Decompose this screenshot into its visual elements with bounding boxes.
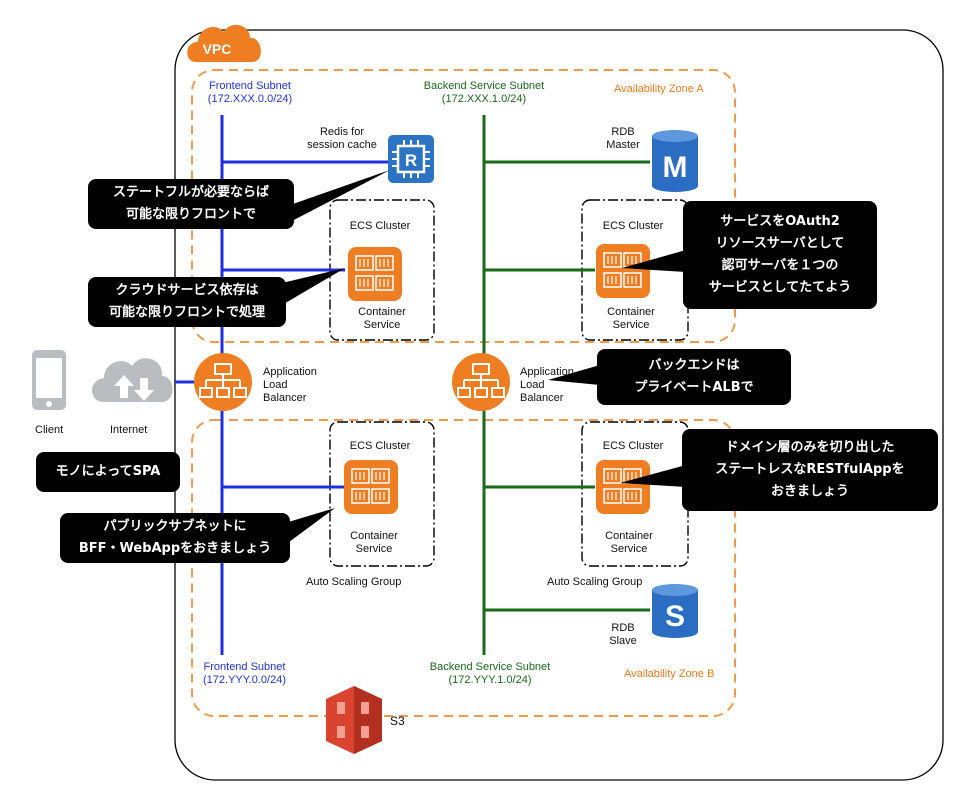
rds-master-label-line1: RDB: [611, 126, 635, 138]
callout-oauth-line4: サービスとしてたてよう: [708, 280, 852, 295]
auto-scaling-group-label-backend: Auto Scaling Group: [547, 576, 643, 588]
rds-slave-label: RDB Slave: [600, 622, 646, 648]
redis-label-line2: session cache: [307, 139, 377, 151]
ecs-cluster-label-backend-a: ECS Cluster: [602, 220, 664, 232]
container-service-icon-backend-b: [596, 460, 650, 514]
alb-label-line3: Balancer: [263, 392, 307, 404]
frontend-subnet-a-cidr: (172.XXX.0.0/24): [207, 93, 293, 105]
container-service-label-frontend-b: Container Service: [334, 530, 414, 556]
svg-text:R: R: [405, 151, 417, 170]
frontend-subnet-b-name: Frontend Subnet: [203, 661, 286, 673]
callout-domain-line2: ステートレスなRESTfulAppを: [715, 462, 905, 477]
callout-stateful: ステートフルが必要ならば 可能な限りフロントで: [88, 179, 294, 229]
alb-label-line1: Application: [263, 366, 317, 378]
availability-zone-b-label: Availability Zone B: [624, 668, 715, 680]
container-service-label-frontend-a: Container Service: [342, 306, 422, 332]
callout-pointers: [282, 170, 686, 545]
rds-slave-label-line1: RDB: [611, 622, 635, 634]
callout-bff-line2: BFF・WebAppをおきましょう: [78, 541, 272, 556]
s3-bucket-icon: [326, 686, 382, 754]
frontend-subnet-b-label: Frontend Subnet (172.YYY.0.0/24): [197, 661, 292, 687]
callout-domain-line3: おきましょう: [770, 484, 849, 499]
internet-cloud-icon: [92, 358, 173, 402]
container-service-label-backend-b: Container Service: [589, 530, 669, 556]
container-service-icon-frontend-a: [348, 247, 402, 301]
container-service-icon-frontend-b: [344, 460, 398, 514]
internet-label: Internet: [110, 424, 148, 436]
vpc-cloud-icon: [187, 24, 261, 63]
auto-scaling-group-label-frontend: Auto Scaling Group: [306, 576, 402, 588]
container-service-line1: Container: [607, 306, 655, 318]
container-service-line2: Service: [355, 543, 393, 555]
callout-cloud-dependency: クラウドサービス依存は 可能な限りフロントで処理: [88, 277, 286, 327]
availability-zone-b-box: [191, 419, 736, 717]
alb-label-line3: Balancer: [520, 392, 564, 404]
container-service-line2: Service: [610, 543, 648, 555]
callout-backend-alb: バックエンドは プライベートALBで: [597, 349, 791, 405]
backend-subnet-b-cidr: (172.YYY.1.0/24): [448, 674, 532, 686]
container-service-line2: Service: [612, 319, 650, 331]
callout-stateful-line1: ステートフルが必要ならば: [112, 185, 269, 200]
container-service-line1: Container: [358, 306, 406, 318]
redis-label: Redis for session cache: [302, 126, 382, 152]
container-service-line1: Container: [350, 530, 398, 542]
frontend-subnet-a-name: Frontend Subnet: [209, 80, 291, 92]
container-service-icon-backend-a: [596, 244, 650, 298]
callout-cloud-line2: 可能な限りフロントで処理: [108, 305, 265, 320]
callout-oauth-line3: 認可サーバを１つの: [721, 258, 839, 273]
redis-label-line1: Redis for: [319, 126, 365, 138]
vpc-label: VPC: [203, 41, 232, 57]
availability-zone-a-label: Availability Zone A: [614, 83, 704, 95]
rds-master-letter: M: [663, 151, 688, 184]
client-phone-icon: [32, 350, 66, 410]
rds-master-icon: [652, 130, 698, 192]
frontend-subnet-b-cidr: (172.YYY.0.0/24): [203, 674, 286, 686]
alb-label-line2: Load: [263, 379, 288, 391]
callout-cloud-line1: クラウドサービス依存は: [115, 283, 259, 298]
callout-bff-line1: パブリックサブネットに: [103, 519, 247, 534]
callout-oauth-line2: リソースサーバとして: [715, 236, 845, 251]
callout-backend-alb-line1: バックエンドは: [648, 358, 740, 373]
alb-label-line2: Load: [520, 379, 545, 391]
container-service-label-backend-a: Container Service: [591, 306, 671, 332]
callout-spa-line1: モノによってSPA: [55, 464, 161, 479]
backend-subnet-b-name: Backend Service Subnet: [429, 661, 551, 673]
rds-slave-label-line2: Slave: [609, 635, 637, 647]
ecs-cluster-box-frontend-b: [329, 421, 435, 567]
container-service-line1: Container: [605, 530, 653, 542]
ecs-cluster-label-backend-b: ECS Cluster: [602, 440, 664, 452]
callout-domain-layer: ドメイン層のみを切り出した ステートレスなRESTfulAppを おきましょう: [682, 429, 938, 511]
client-label: Client: [35, 424, 64, 436]
alb-backend-label: Application Load Balancer: [520, 366, 574, 405]
callout-oauth-line1: サービスをOAuth2: [720, 214, 840, 229]
container-service-line2: Service: [363, 319, 401, 331]
callout-backend-alb-line2: プライベートALBで: [634, 380, 754, 395]
rds-slave-letter: S: [665, 600, 685, 633]
alb-backend-icon: [452, 353, 510, 411]
ecs-cluster-label-frontend-a: ECS Cluster: [349, 220, 411, 232]
callout-bff: パブリックサブネットに BFF・WebAppをおきましょう: [60, 513, 290, 563]
alb-frontend-icon: [194, 353, 252, 411]
alb-label-line1: Application: [520, 366, 574, 378]
backend-subnet-a-label: Backend Service Subnet (172.XXX.1.0/24): [414, 80, 554, 106]
callout-domain-line1: ドメイン層のみを切り出した: [725, 440, 895, 455]
backend-subnet-a-cidr: (172.XXX.1.0/24): [441, 93, 527, 105]
redis-icon: R: [388, 135, 434, 183]
callout-stateful-line2: 可能な限りフロントで: [125, 207, 256, 222]
frontend-subnet-a-label: Frontend Subnet (172.XXX.0.0/24): [205, 80, 295, 106]
rds-master-label-line2: Master: [606, 139, 640, 151]
callout-spa: モノによってSPA: [36, 452, 180, 492]
backend-subnet-b-label: Backend Service Subnet (172.YYY.1.0/24): [420, 661, 560, 687]
alb-frontend-label: Application Load Balancer: [263, 366, 317, 405]
rds-master-label: RDB Master: [600, 126, 646, 152]
s3-label: S3: [390, 714, 405, 728]
callout-oauth: サービスをOAuth2 リソースサーバとして 認可サーバを１つの サービスとして…: [683, 201, 877, 309]
backend-subnet-a-name: Backend Service Subnet: [423, 80, 545, 92]
ecs-cluster-label-frontend-b: ECS Cluster: [349, 440, 411, 452]
rds-slave-icon: [652, 584, 698, 638]
